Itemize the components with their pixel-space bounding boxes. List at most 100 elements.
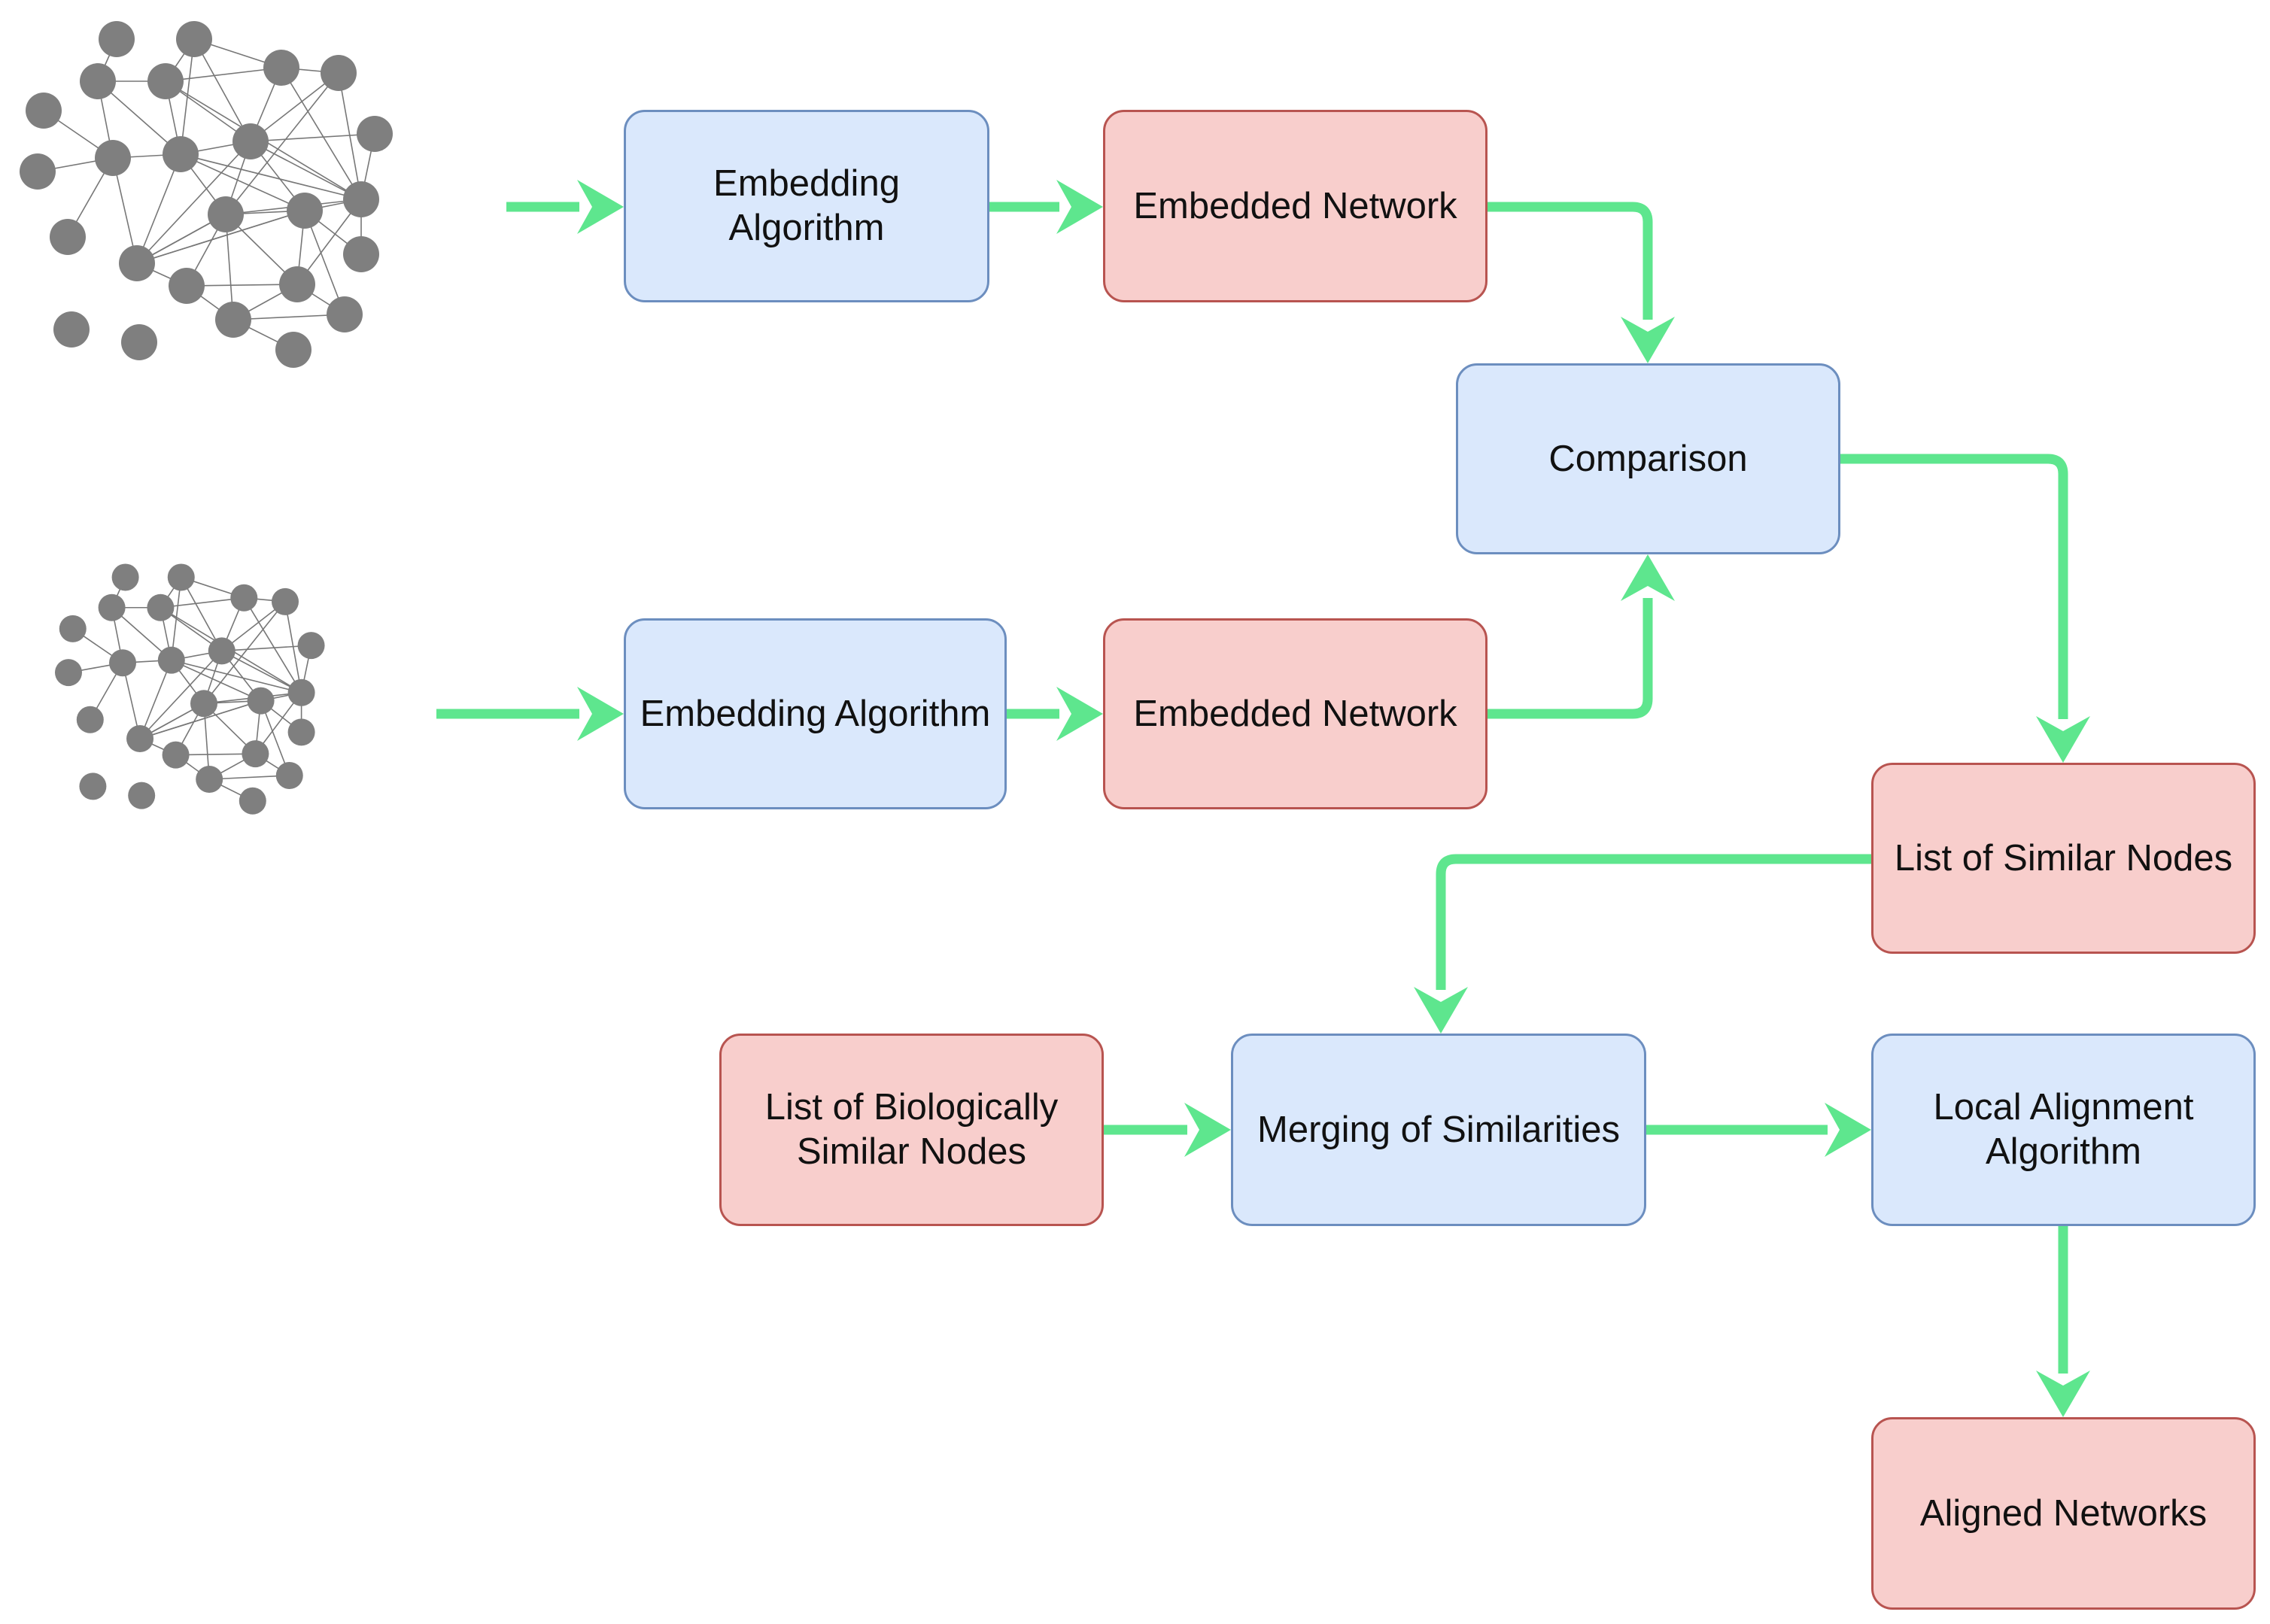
network-node <box>343 236 379 272</box>
network-node <box>297 632 325 660</box>
network-edge <box>232 314 345 320</box>
network-edge <box>186 284 298 287</box>
network-node <box>232 123 269 159</box>
network-node <box>215 302 251 338</box>
arrow-head <box>1414 987 1468 1034</box>
network-edge <box>221 645 311 652</box>
network-node <box>263 50 299 86</box>
network-edge <box>221 650 302 694</box>
network-node <box>59 615 87 642</box>
network-edge <box>338 72 362 200</box>
network-edge <box>136 153 181 264</box>
network-node <box>167 563 195 591</box>
network-edge <box>171 659 261 702</box>
arrow-line <box>1488 202 1653 320</box>
arrow-head <box>577 180 624 234</box>
arrow-head <box>577 687 624 741</box>
arrow-embedding-to-embedded-top <box>989 180 1103 234</box>
arrow-head <box>2036 716 2090 763</box>
merging-similarities-box: Merging of Similarities <box>1231 1034 1646 1226</box>
network-node <box>196 766 223 793</box>
comparison-box: Comparison <box>1456 363 1840 554</box>
network-node <box>50 219 86 255</box>
list-biologically-similar-nodes-box: List of Biologically Similar Nodes <box>719 1034 1104 1226</box>
network-node <box>272 587 299 615</box>
network-node <box>20 153 56 190</box>
network-edge <box>203 601 286 704</box>
arrow-local-to-aligned <box>2036 1226 2090 1417</box>
network-node <box>111 563 139 591</box>
network-node <box>55 659 82 687</box>
network-node <box>157 646 185 674</box>
network-node <box>126 725 154 752</box>
embedded-network-box-top: Embedded Network <box>1103 110 1488 302</box>
arrow-head <box>1621 317 1675 363</box>
network-edge <box>139 660 172 739</box>
network-edge <box>225 72 339 215</box>
network-edge <box>243 597 302 694</box>
network-node <box>119 245 155 281</box>
network-node <box>208 637 236 665</box>
network-node <box>247 687 275 715</box>
network-edge <box>250 72 339 142</box>
network-node <box>169 268 205 304</box>
network-node <box>121 324 157 360</box>
network-edge <box>193 38 251 142</box>
arrow-head <box>2036 1371 2090 1417</box>
arrow-head <box>1056 180 1103 234</box>
network-node <box>287 678 315 706</box>
embedding-algorithm-box-top: Embedding Algorithm <box>624 110 989 302</box>
network-node <box>287 718 315 746</box>
network-node <box>147 593 175 621</box>
network-edge <box>304 210 345 315</box>
network-node <box>147 63 184 99</box>
arrow-embedding-to-embedded-bottom <box>1007 687 1103 741</box>
arrow-network1-to-embedding <box>506 180 624 234</box>
network-node <box>275 332 311 368</box>
input-network-2-icon <box>55 563 325 815</box>
network-edge <box>250 141 362 200</box>
network-edge <box>180 153 362 200</box>
network-edge <box>139 700 261 739</box>
network-node <box>128 782 156 809</box>
arrow-head <box>1621 554 1675 601</box>
network-node <box>79 773 107 800</box>
arrow-head <box>1184 1103 1231 1157</box>
input-network-1-icon <box>20 21 393 368</box>
network-edge <box>136 141 251 264</box>
network-node <box>190 690 217 718</box>
arrow-head <box>1825 1103 1871 1157</box>
network-node <box>98 593 126 621</box>
network-node <box>76 706 104 733</box>
embedded-network-box-bottom: Embedded Network <box>1103 618 1488 809</box>
embedding-algorithm-box-bottom: Embedding Algorithm <box>624 618 1007 809</box>
network-node <box>239 787 266 815</box>
network-node <box>95 140 131 176</box>
network-node <box>26 93 62 129</box>
network-edge <box>160 597 245 609</box>
network-node <box>162 741 190 769</box>
arrow-line <box>1436 854 1871 990</box>
network-node <box>242 740 269 768</box>
network-node <box>80 63 116 99</box>
network-node <box>343 181 379 217</box>
network-node <box>230 584 258 612</box>
arrow-biological-to-merging <box>1104 1103 1231 1157</box>
network-edge <box>139 650 223 739</box>
arrow-list-to-merging <box>1414 854 1871 1034</box>
arrow-network2-to-embedding <box>436 687 624 741</box>
network-node <box>53 311 90 348</box>
network-node <box>208 196 244 232</box>
network-node <box>321 55 357 91</box>
network-node <box>176 21 212 57</box>
network-node <box>275 761 303 789</box>
network-node <box>357 116 393 152</box>
network-edge <box>97 80 181 155</box>
arrow-merging-to-local <box>1646 1103 1871 1157</box>
network-edge <box>165 67 282 82</box>
local-alignment-algorithm-box: Local Alignment Algorithm <box>1871 1034 2256 1226</box>
network-edge <box>281 67 362 200</box>
